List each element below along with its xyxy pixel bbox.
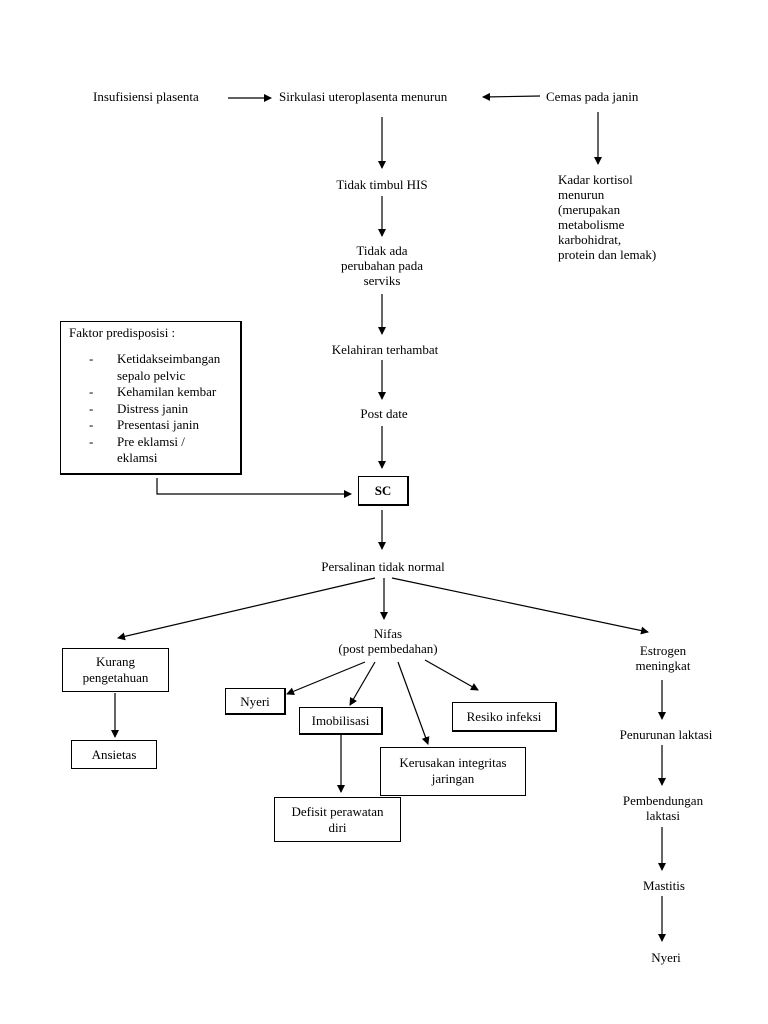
- serviks-line-1: Tidak ada: [356, 243, 408, 258]
- node-kurang-pengetahuan: Kurang pengetahuan: [62, 648, 169, 692]
- node-ansietas: Ansietas: [71, 740, 157, 769]
- node-sc: SC: [358, 476, 409, 506]
- serviks-line-3: serviks: [363, 273, 401, 288]
- arrow-nifas-resiko: [424, 659, 479, 691]
- arrow-nifas-kerusakan: [397, 661, 430, 745]
- node-cemas-pada-janin: Cemas pada janin: [546, 89, 639, 104]
- arrow-faktor-sc: [156, 478, 352, 498]
- node-persalinan-tidak-normal: Persalinan tidak normal: [321, 559, 445, 574]
- node-sirkulasi-uteroplasenta: Sirkulasi uteroplasenta menurun: [279, 89, 448, 104]
- arrow-nifas-imobilisasi: [349, 661, 376, 706]
- node-tidak-timbul-his: Tidak timbul HIS: [336, 177, 428, 192]
- node-post-date: Post date: [360, 406, 408, 421]
- node-mastitis: Mastitis: [643, 878, 685, 893]
- node-kadar-kortisol: Kadar kortisol menurun (merupakan metabo…: [558, 172, 656, 262]
- arrow-persalinan-kurang: [117, 577, 376, 641]
- node-perubahan-serviks: Tidak ada perubahan pada serviks: [341, 243, 423, 288]
- node-kerusakan-integritas: Kerusakan integritas jaringan: [380, 747, 526, 796]
- kortisol-line-2: menurun: [558, 187, 605, 202]
- faktor-title: Faktor predisposisi :: [69, 325, 176, 340]
- node-insufisiensi-plasenta: Insufisiensi plasenta: [93, 89, 199, 104]
- node-kelahiran-terhambat: Kelahiran terhambat: [331, 342, 439, 357]
- node-penurunan-laktasi: Penurunan laktasi: [619, 727, 713, 742]
- faktor-item: Distress janin: [61, 401, 240, 418]
- kortisol-line-3: (merupakan: [558, 202, 621, 217]
- node-pembendungan-laktasi: Pembendungan laktasi: [622, 793, 704, 823]
- node-imobilisasi: Imobilisasi: [299, 707, 383, 735]
- faktor-item: Kehamilan kembar: [61, 384, 240, 401]
- node-nyeri-mastitis: Nyeri: [651, 950, 681, 965]
- faktor-predisposisi-box: Faktor predisposisi : Ketidakseimbangans…: [60, 321, 242, 475]
- arrow-persalinan-estrogen: [391, 577, 649, 635]
- arrow-cemas-sirkulasi: [482, 92, 541, 101]
- serviks-line-2: perubahan pada: [341, 258, 423, 273]
- kortisol-line-6: protein dan lemak): [558, 247, 657, 262]
- kortisol-line-4: metabolisme: [558, 217, 625, 232]
- faktor-item: Pre eklamsi /eklamsi: [61, 434, 240, 467]
- kortisol-line-5: karbohidrat,: [558, 232, 622, 247]
- node-resiko-infeksi: Resiko infeksi: [452, 702, 557, 732]
- arrow-nifas-nyeri: [286, 661, 366, 696]
- kortisol-line-1: Kadar kortisol: [558, 172, 633, 187]
- node-defisit-perawatan-diri: Defisit perawatan diri: [274, 797, 401, 842]
- faktor-item: Presentasi janin: [61, 417, 240, 434]
- node-nifas: Nifas (post pembedahan): [338, 626, 438, 656]
- node-nyeri-nifas: Nyeri: [225, 688, 286, 715]
- node-estrogen-meningkat: Estrogen meningkat: [635, 643, 691, 673]
